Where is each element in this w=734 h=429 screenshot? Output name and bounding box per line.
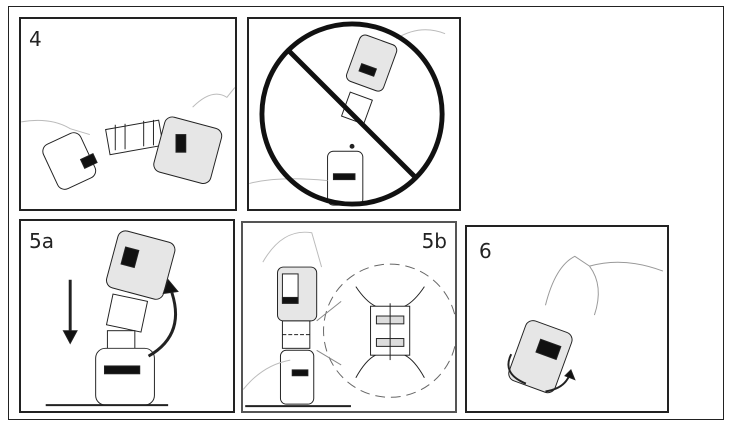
invert-vial-illustration	[45, 230, 179, 407]
step-4-panel: 4	[19, 17, 237, 211]
connect-vials-illustration	[21, 87, 235, 190]
step-5b-panel: 5b	[241, 221, 457, 413]
prohibited-circle-icon	[259, 21, 445, 207]
step-label: 4	[29, 27, 42, 51]
step-6-panel: 6	[465, 225, 669, 413]
step-5a-panel: 5a	[19, 219, 235, 413]
instruction-figure: 4	[8, 6, 724, 420]
do-not-illustration	[249, 21, 446, 207]
prohibited-panel	[247, 17, 461, 211]
swirl-vial-illustration	[507, 255, 664, 394]
step-label: 6	[479, 239, 492, 263]
step-label: 5a	[29, 229, 54, 253]
step-label: 5b	[421, 229, 447, 253]
connection-detail-illustration	[243, 231, 455, 408]
